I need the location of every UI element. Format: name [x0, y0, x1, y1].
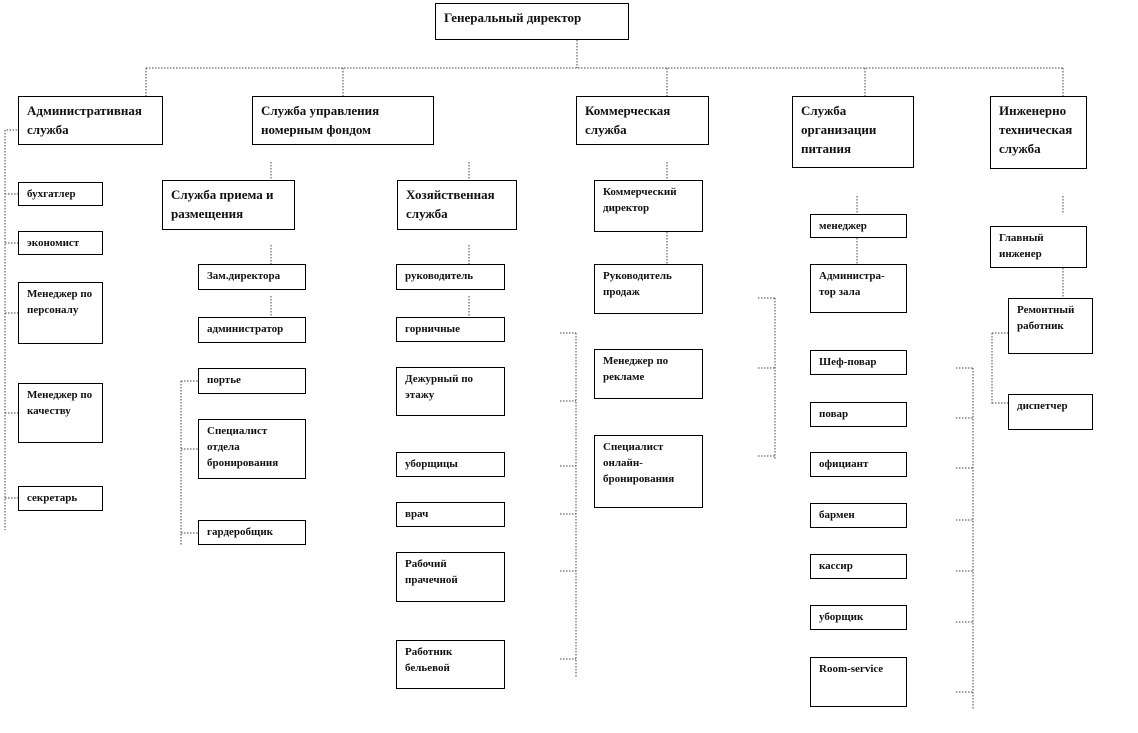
- node-floor-attendant: Дежурный по этажу: [396, 367, 505, 416]
- node-cleaners: уборщицы: [396, 452, 505, 477]
- node-ad-manager: Менеджер по рекламе: [594, 349, 703, 399]
- node-repair-worker: Ремонтный работник: [1008, 298, 1093, 354]
- node-dispatcher: диспетчер: [1008, 394, 1093, 430]
- node-online-booking-specialist: Специалист онлайн-бронирования: [594, 435, 703, 508]
- node-commercial-service: Коммерческая служба: [576, 96, 709, 145]
- node-laundry-worker: Рабочий прачечной: [396, 552, 505, 602]
- node-economist: экономист: [18, 231, 103, 255]
- node-deputy-director: Зам.директора: [198, 264, 306, 290]
- node-porter: портье: [198, 368, 306, 394]
- node-accountant: бухгатлер: [18, 182, 103, 206]
- node-administrator: администратор: [198, 317, 306, 343]
- node-commercial-director: Коммерческий директор: [594, 180, 703, 232]
- node-hk-head: руководитель: [396, 264, 505, 290]
- node-quality-manager: Менеджер по качеству: [18, 383, 103, 443]
- node-secretary: секретарь: [18, 486, 103, 511]
- node-chief-engineer: Главный инженер: [990, 226, 1087, 268]
- node-rooms-service: Служба управления номерным фондом: [252, 96, 434, 145]
- node-cloakroom: гардеробщик: [198, 520, 306, 545]
- node-hall-administrator: Администра-тор зала: [810, 264, 907, 313]
- node-reception-service: Служба приема и размещения: [162, 180, 295, 230]
- node-booking-specialist: Специалист отдела бронирования: [198, 419, 306, 479]
- node-sales-head: Руководитель продаж: [594, 264, 703, 314]
- node-bartender: бармен: [810, 503, 907, 528]
- node-linen-worker: Работник бельевой: [396, 640, 505, 689]
- node-engineering-service: Инженерно техническая служба: [990, 96, 1087, 169]
- node-catering-service: Служба организации питания: [792, 96, 914, 168]
- node-maids: горничные: [396, 317, 505, 342]
- node-janitor: уборщик: [810, 605, 907, 630]
- node-cashier: кассир: [810, 554, 907, 579]
- node-hr-manager: Менеджер по персоналу: [18, 282, 103, 344]
- node-catering-manager: менеджер: [810, 214, 907, 238]
- node-doctor: врач: [396, 502, 505, 527]
- node-general-director: Генеральный директор: [435, 3, 629, 40]
- node-room-service: Room-service: [810, 657, 907, 707]
- node-admin-service: Административная служба: [18, 96, 163, 145]
- node-chef: Шеф-повар: [810, 350, 907, 375]
- node-housekeeping-service: Хозяйственная служба: [397, 180, 517, 230]
- node-waiter: официант: [810, 452, 907, 477]
- node-cook: повар: [810, 402, 907, 427]
